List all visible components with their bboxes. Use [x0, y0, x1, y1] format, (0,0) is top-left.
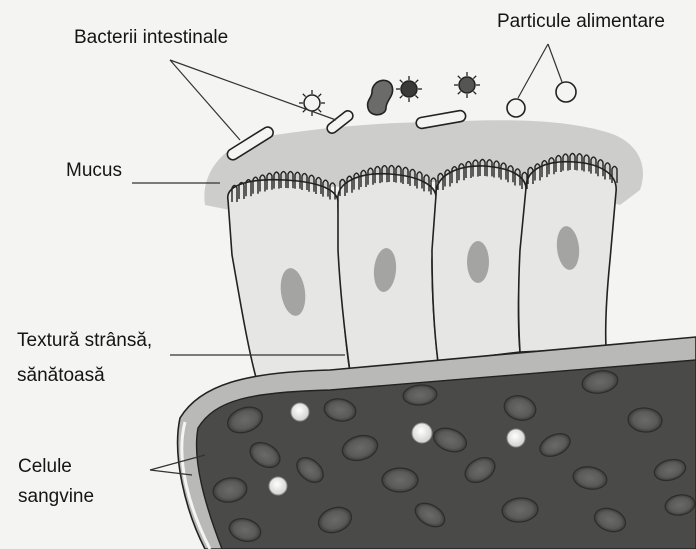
label-tight-texture-line1: Textură strânsă,	[17, 326, 152, 356]
spiky-microbe	[454, 72, 480, 98]
white-blood-cell	[291, 403, 309, 421]
red-blood-cell	[382, 468, 418, 492]
food-leader	[518, 44, 548, 98]
nucleus	[467, 241, 489, 283]
label-blood-cells-line2: sangvine	[18, 482, 94, 512]
food-particle	[556, 82, 576, 102]
label-mucus: Mucus	[66, 156, 122, 186]
label-tight-texture-line2: sănătoasă	[17, 361, 105, 391]
label-food-particles: Particule alimentare	[497, 7, 665, 37]
label-blood-cells-line1: Celule	[18, 452, 72, 482]
kidney-bacterium	[368, 80, 393, 114]
white-blood-cell	[507, 429, 525, 447]
food-leader	[548, 44, 562, 82]
spiky-microbe	[299, 90, 325, 116]
white-blood-cell	[269, 477, 287, 495]
bacteria-leader	[170, 60, 336, 120]
spiky-microbe	[396, 76, 422, 102]
bacteria-leader	[170, 60, 240, 140]
label-bacteria: Bacterii intestinale	[74, 23, 228, 53]
food-particle	[507, 99, 525, 117]
food-particles	[507, 82, 576, 117]
white-blood-cell	[412, 423, 432, 443]
